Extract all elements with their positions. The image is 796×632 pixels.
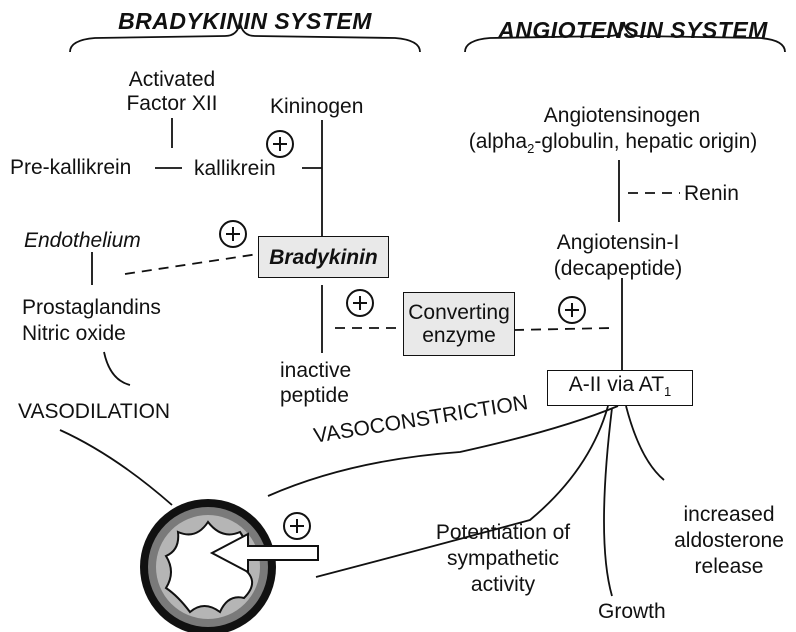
- plus-circle-icon: [219, 220, 247, 248]
- endothelium-label: Endothelium: [24, 229, 141, 253]
- endothelium-dashed-line: [125, 254, 258, 274]
- growth-curve: [604, 408, 612, 596]
- plus-circle-icon: [283, 512, 311, 540]
- vasodilation-curve: [60, 430, 172, 505]
- angiotensin-system-heading: ANGIOTENSIN SYSTEM: [478, 18, 788, 42]
- aldosterone-label: increased aldosterone release: [670, 502, 788, 580]
- bradykinin-box: Bradykinin: [258, 236, 389, 278]
- plus-circle-icon: [346, 289, 374, 317]
- converting-enzyme-box: Converting enzyme: [403, 292, 515, 356]
- activated-factor-label: Activated Factor XII: [108, 68, 236, 116]
- vessel-cross-section-icon: [140, 499, 276, 632]
- kininogen-label: Kininogen: [270, 95, 363, 119]
- renin-label: Renin: [684, 182, 739, 206]
- plus-circle-icon: [558, 296, 586, 324]
- endothelial-mediators-label: Prostaglandins Nitric oxide: [22, 295, 161, 347]
- bradykinin-system-heading: BRADYKININ SYSTEM: [95, 9, 395, 33]
- kallikrein-label: kallikrein: [194, 157, 276, 181]
- potentiation-label: Potentiation of sympathetic activity: [418, 520, 588, 598]
- a-ii-at1-box: A-II via AT1: [547, 370, 693, 406]
- globulin-label: (alpha2-globulin, hepatic origin): [440, 130, 786, 161]
- prostaglandin-curve: [104, 352, 130, 385]
- converting-right-dashed: [514, 328, 612, 330]
- angiotensin-i-label: Angiotensin-I (decapeptide): [530, 230, 706, 282]
- inactive-peptide-label: inactive peptide: [280, 358, 351, 408]
- vasodilation-label: VASODILATION: [18, 400, 170, 424]
- aldosterone-curve: [626, 406, 664, 480]
- angiotensinogen-label: Angiotensinogen: [462, 104, 782, 128]
- growth-label: Growth: [598, 600, 666, 624]
- pre-kallikrein-label: Pre-kallikrein: [10, 156, 131, 180]
- plus-circle-icon: [266, 130, 294, 158]
